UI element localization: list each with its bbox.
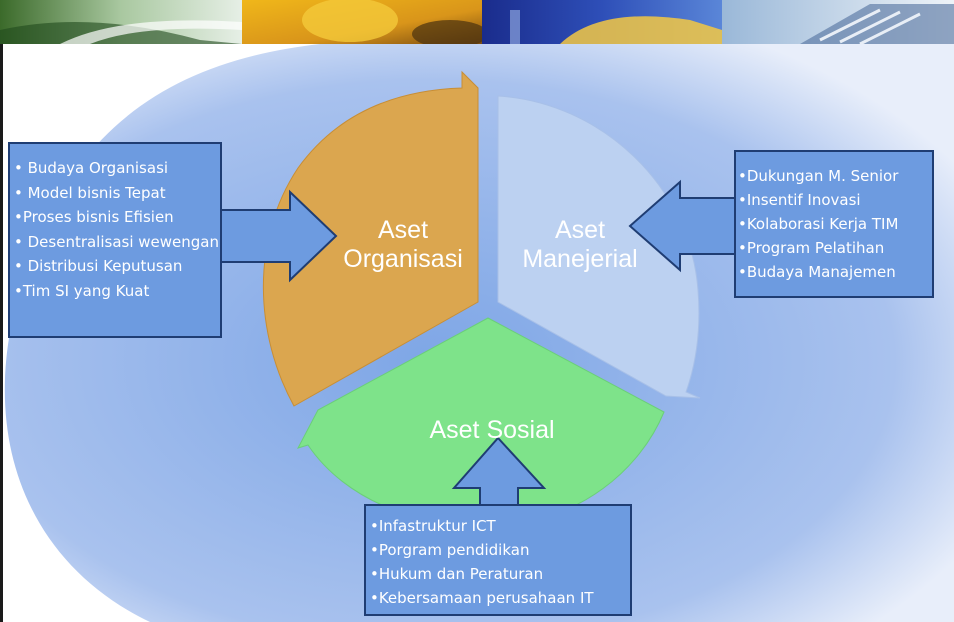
list-item: •Program Pelatihan [738,239,885,257]
arrow-to-organisasi [219,189,338,283]
list-item: •Kebersamaan perusahaan IT [370,589,594,607]
box-sosial-factors: •Infastruktur ICT •Porgram pendidikan •H… [364,504,632,616]
label-aset-manejerial: Aset Manejerial [500,216,660,274]
arrow-to-manejerial [628,179,739,273]
label-manejerial-line-1: Aset [554,216,606,244]
list-item: • Distribusi Keputusan [14,257,183,275]
segment-aset-manejerial [497,95,701,399]
list-item: •Kolaborasi Kerja TIM [738,215,899,233]
label-organisasi-line-1: Aset [377,216,429,244]
segment-aset-organisasi [262,70,479,407]
list-item: •Proses bisnis Efisien [14,208,174,226]
box-manejerial-factors: •Dukungan M. Senior •Insentif Inovasi •K… [734,150,934,298]
list-sosial: •Infastruktur ICT •Porgram pendidikan •H… [370,514,630,610]
label-aset-organisasi: Aset Organisasi [318,216,488,274]
list-item: •Budaya Manajemen [738,263,896,281]
arrow-to-sosial [451,436,547,507]
list-item: •Hukum dan Peraturan [370,565,544,583]
header-banner [0,0,954,44]
banner-image [0,0,954,44]
list-organisasi: • Budaya Organisasi • Model bisnis Tepat… [14,156,220,303]
label-sosial-line-1: Aset Sosial [429,416,555,444]
list-item: •Insentif Inovasi [738,191,861,209]
box-organisasi-factors: • Budaya Organisasi • Model bisnis Tepat… [8,142,222,338]
list-item: •Tim SI yang Kuat [14,281,150,300]
list-item: • Budaya Organisasi [14,159,169,177]
list-item: •Porgram pendidikan [370,541,530,559]
label-organisasi-line-2: Organisasi [343,245,463,273]
label-manejerial-line-2: Manejerial [522,245,638,273]
list-item: • Model bisnis Tepat [14,183,166,202]
list-item: •Dukungan M. Senior [738,167,899,185]
label-aset-sosial: Aset Sosial [404,416,580,445]
list-item: •Infastruktur ICT [370,517,496,535]
list-item: • Desentralisasi wewengan [14,232,219,251]
left-border-line [0,44,3,622]
list-manejerial: •Dukungan M. Senior •Insentif Inovasi •K… [738,164,932,284]
